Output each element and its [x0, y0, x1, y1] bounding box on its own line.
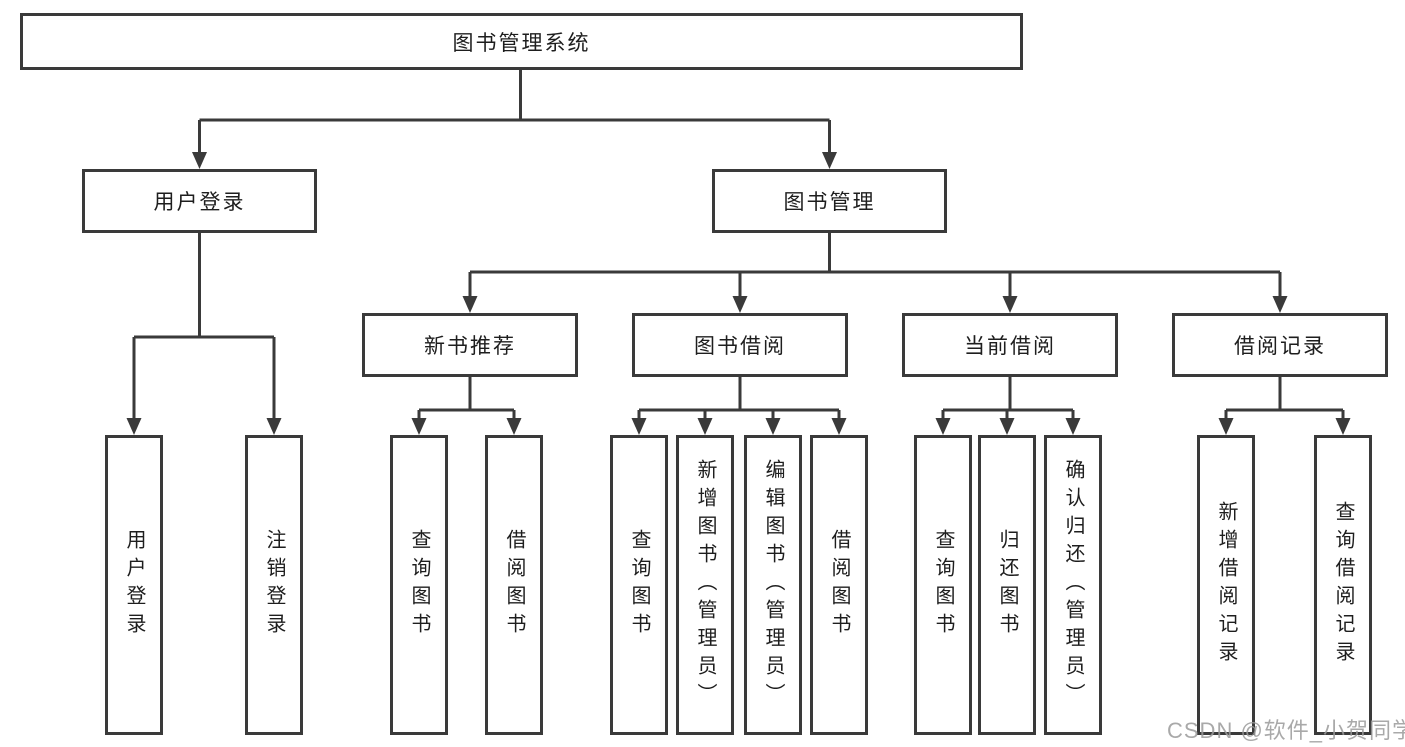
leaf-label: 用户登录 [123, 529, 145, 641]
node-label: 当前借阅 [964, 335, 1056, 358]
connector-segments [132, 70, 1345, 420]
leaf-label: 借阅图书 [503, 529, 525, 641]
node-borrow-records: 借阅记录 [1172, 313, 1388, 377]
leaf-label: 新增图书（管理员） [694, 459, 716, 711]
node-label: 用户登录 [153, 191, 246, 214]
leaf-label: 注销登录 [263, 529, 285, 641]
leaf-query-book-borrow: 查询图书 [610, 435, 668, 735]
leaf-return-book: 归还图书 [978, 435, 1036, 735]
leaf-user-login: 用户登录 [105, 435, 163, 735]
node-user-login: 用户登录 [82, 169, 317, 233]
leaf-label: 编辑图书（管理员） [762, 459, 784, 711]
leaf-edit-book-admin: 编辑图书（管理员） [744, 435, 802, 735]
csdn-watermark: CSDN @软件_小贺同学 [1167, 718, 1405, 743]
leaf-label: 确认归还（管理员） [1062, 459, 1084, 711]
leaf-borrow-book-recommend: 借阅图书 [485, 435, 543, 735]
leaf-label: 归还图书 [996, 529, 1018, 641]
node-label: 新书推荐 [424, 335, 516, 358]
node-label: 借阅记录 [1234, 335, 1326, 358]
leaf-label: 查询图书 [408, 529, 430, 641]
node-book-borrow: 图书借阅 [632, 313, 848, 377]
leaf-label: 新增借阅记录 [1215, 501, 1237, 669]
leaf-label: 查询图书 [628, 529, 650, 641]
node-book-management: 图书管理 [712, 169, 947, 233]
node-label: 图书管理系统 [452, 31, 591, 55]
leaf-confirm-return-admin: 确认归还（管理员） [1044, 435, 1102, 735]
node-current-borrow: 当前借阅 [902, 313, 1118, 377]
node-label: 图书借阅 [694, 335, 786, 358]
leaf-label: 查询借阅记录 [1332, 501, 1354, 669]
node-new-book-recommend: 新书推荐 [362, 313, 578, 377]
leaf-query-book-current: 查询图书 [914, 435, 972, 735]
leaf-query-borrow-record: 查询借阅记录 [1314, 435, 1372, 735]
node-root-system: 图书管理系统 [20, 13, 1023, 70]
leaf-logout: 注销登录 [245, 435, 303, 735]
node-label: 图书管理 [783, 191, 876, 214]
leaf-query-book-recommend: 查询图书 [390, 435, 448, 735]
arrowheads [126, 152, 1351, 435]
leaf-label: 借阅图书 [828, 529, 850, 641]
leaf-label: 查询图书 [932, 529, 954, 641]
leaf-add-borrow-record: 新增借阅记录 [1197, 435, 1255, 735]
leaf-add-book-admin: 新增图书（管理员） [676, 435, 734, 735]
leaf-borrow-book: 借阅图书 [810, 435, 868, 735]
